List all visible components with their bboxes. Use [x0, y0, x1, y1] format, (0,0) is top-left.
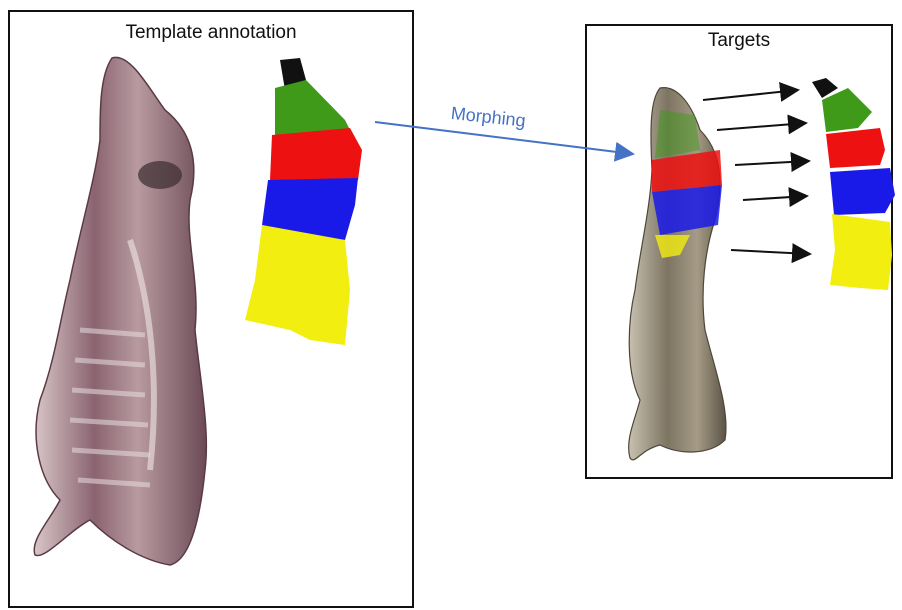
target-carcass-image [629, 88, 726, 460]
segmented-target-pieces [812, 78, 895, 290]
segmented-template [245, 58, 362, 345]
template-carcass-image [34, 57, 206, 565]
morphing-arrow [375, 122, 633, 154]
